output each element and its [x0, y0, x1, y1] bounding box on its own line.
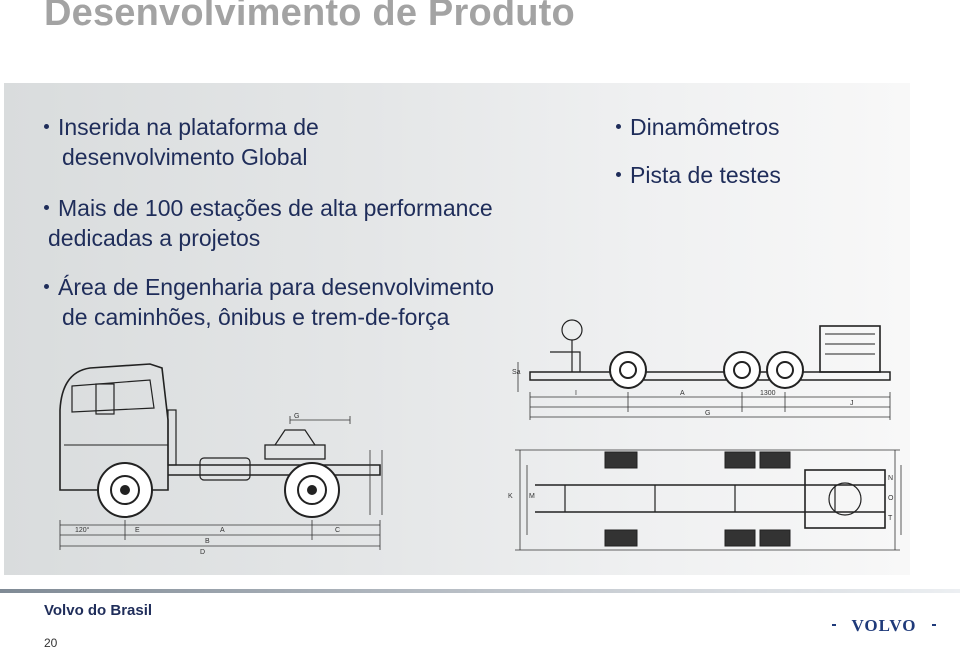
bullet-dot-icon — [616, 172, 621, 178]
footer-company: Volvo do Brasil — [44, 602, 153, 619]
dim-label: E — [135, 527, 140, 534]
page-number: 20 — [44, 636, 58, 650]
chassis-rails — [535, 484, 885, 513]
dim-label: J — [850, 400, 854, 407]
dim-label: B — [205, 538, 210, 545]
bullet-dot-icon — [44, 205, 49, 211]
content-panel — [4, 83, 910, 575]
truck-frame — [168, 464, 381, 476]
dim-label: G — [705, 410, 710, 417]
bus-chassis-side-drawing: Sa I A 1300 J G — [512, 319, 891, 420]
dim-label: G — [294, 413, 299, 420]
bullet-dot-icon — [616, 124, 621, 130]
dim-label: A — [680, 390, 685, 397]
dim-label: O — [888, 495, 894, 502]
svg-text:VOLVO: VOLVO — [851, 616, 916, 635]
page-title: Desenvolvimento de Produto — [44, 0, 575, 34]
volvo-logo: VOLVO — [832, 615, 936, 635]
bullet-item-continuation: desenvolvimento Global — [62, 144, 308, 170]
bullet-dot-icon — [44, 124, 49, 130]
bullet-item-continuation: dedicadas a projetos — [48, 225, 261, 251]
bullet-item: Dinamômetros — [616, 112, 780, 142]
dim-label: N — [888, 475, 893, 482]
dim-label: M — [529, 493, 535, 500]
dim-label: K — [508, 493, 513, 500]
bullet-item: Área de Engenharia para desenvolvimento — [44, 272, 494, 302]
bullet-item: Inserida na plataforma de — [44, 112, 319, 142]
bullet-item: Pista de testes — [616, 160, 781, 190]
chassis-frame — [529, 371, 891, 381]
dim-label: 120° — [75, 526, 90, 534]
dim-label: A — [220, 527, 225, 534]
truck-cab — [59, 363, 169, 491]
dim-label: 1300 — [760, 390, 776, 397]
bus-chassis-top-drawing: K M N O T — [508, 449, 902, 551]
footer-divider — [0, 589, 960, 593]
bullet-item-continuation: de caminhões, ônibus e trem-de-força — [62, 304, 450, 330]
dim-label: T — [888, 515, 893, 522]
dim-label: Sa — [512, 369, 521, 376]
dim-label: D — [200, 549, 205, 555]
dim-label: C — [335, 527, 340, 534]
bullet-item: Mais de 100 estações de alta performance — [44, 193, 493, 223]
dim-label: I — [575, 390, 577, 397]
bullet-dot-icon — [44, 284, 49, 290]
truck-side-drawing: G A B C D E 120° — [59, 363, 383, 555]
